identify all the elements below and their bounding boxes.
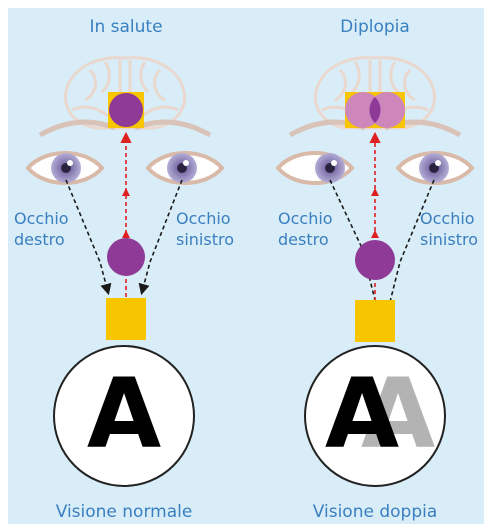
label-left-eye: Occhio sinistro — [176, 208, 256, 250]
retina-target-square — [106, 298, 146, 340]
left-eye-icon — [148, 153, 222, 183]
brain-image-circle — [109, 93, 143, 127]
right-eye-icon — [28, 153, 102, 183]
caption-healthy: Visione normale — [39, 502, 209, 522]
right-eye-icon — [278, 153, 352, 183]
title-diplopia: Diplopia — [315, 17, 435, 37]
chiasm-image-circle — [355, 240, 395, 280]
normal-letter: A — [87, 358, 161, 470]
title-healthy: In salute — [66, 17, 186, 37]
retina-target-square — [355, 300, 395, 342]
caption-diplopia: Visione doppia — [300, 502, 450, 522]
label-left-eye: Occhio sinistro — [420, 208, 486, 250]
chiasm-image-circle — [107, 238, 145, 276]
double-letter: A — [325, 358, 399, 470]
left-eye-icon — [398, 153, 472, 183]
label-right-eye: Occhio destro — [278, 208, 348, 250]
label-right-eye: Occhio destro — [14, 208, 84, 250]
